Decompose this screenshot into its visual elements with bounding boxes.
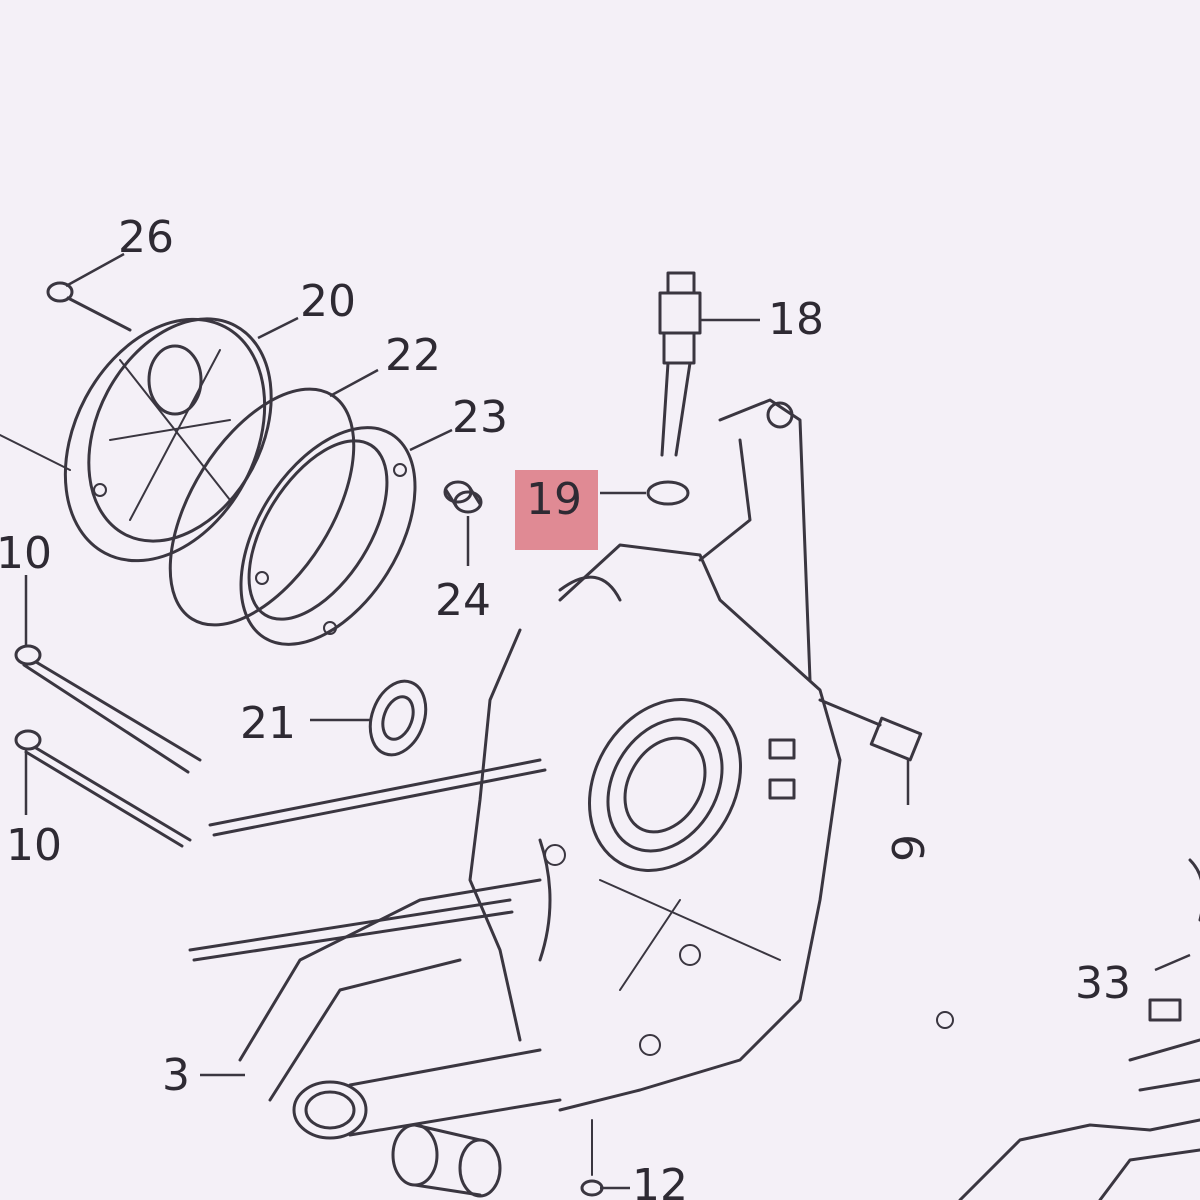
callout-23: 23 — [452, 392, 508, 443]
part-19-oring — [646, 480, 690, 506]
part-21-seal — [368, 679, 428, 757]
part-9-dowel — [818, 698, 923, 762]
part-10-studs — [14, 644, 547, 962]
part-26-bolt — [46, 281, 132, 332]
callout-12: 12 — [632, 1160, 688, 1200]
callout-18: 18 — [768, 294, 824, 345]
part-12-plug — [580, 1119, 604, 1197]
highlight-box-19 — [515, 470, 598, 550]
leader-lines — [24, 252, 1191, 1190]
callout-3: 3 — [162, 1050, 190, 1101]
callout-33: 33 — [1075, 958, 1131, 1009]
callout-22: 22 — [385, 330, 441, 381]
part-20-rotor — [0, 317, 273, 563]
callout-24: 24 — [435, 575, 491, 626]
callout-10-lower: 10 — [6, 820, 62, 871]
crankcase-housing — [468, 398, 842, 1112]
callout-20: 20 — [300, 276, 356, 327]
part-33-assembly — [936, 858, 1200, 1200]
collar-part — [391, 1123, 502, 1198]
callout-9: 9 — [884, 834, 935, 862]
callout-10-upper: 10 — [0, 528, 52, 579]
callout-19: 19 — [526, 474, 582, 525]
part-3-arm — [238, 878, 562, 1140]
part-23-cover — [239, 426, 417, 646]
callout-21: 21 — [240, 698, 296, 749]
callout-26: 26 — [118, 212, 174, 263]
part-24-dowel — [443, 480, 483, 514]
part-18-sensor — [658, 271, 702, 457]
